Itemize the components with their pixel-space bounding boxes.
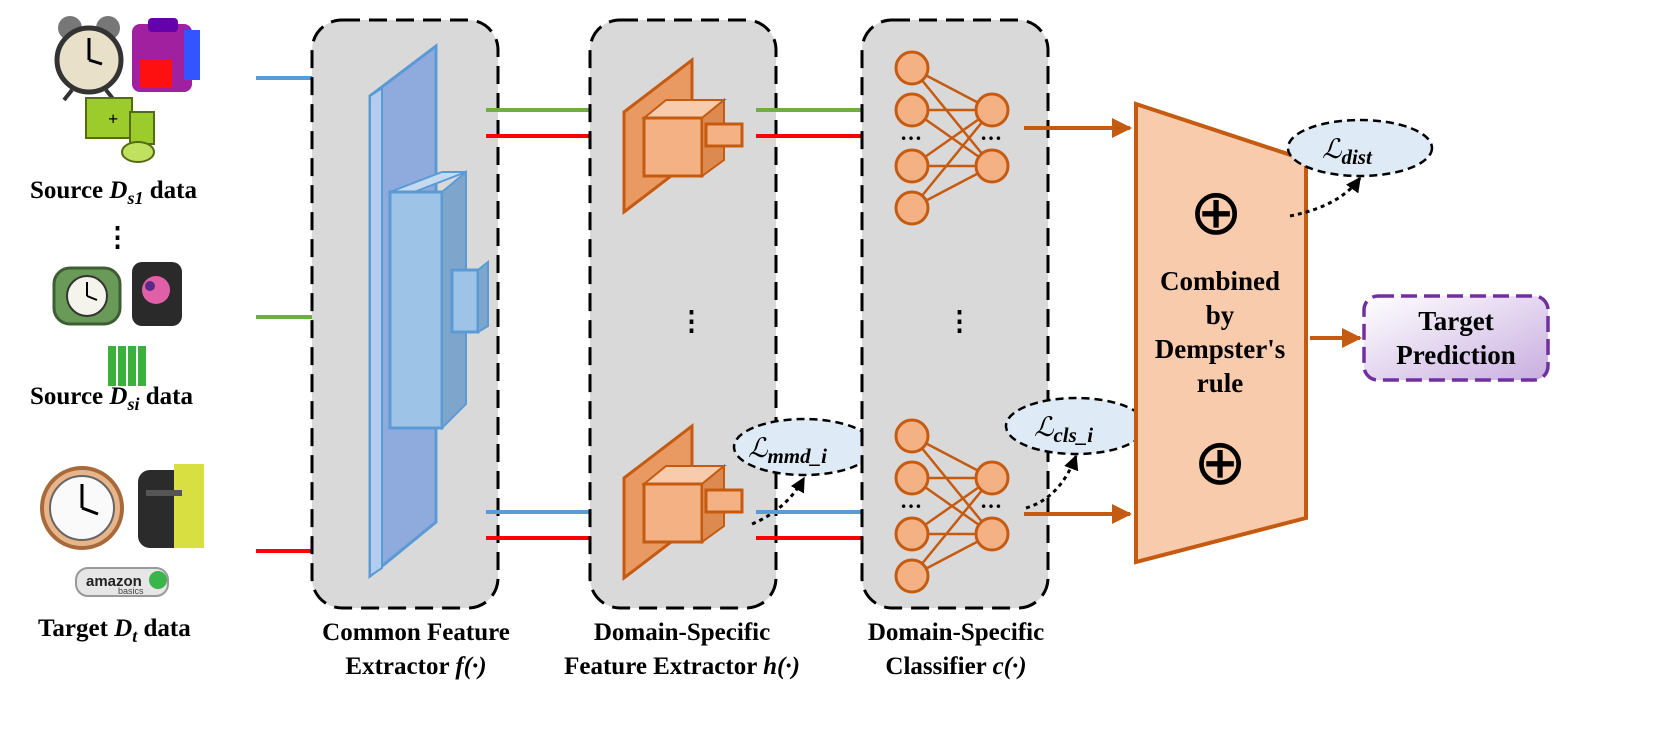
dist-dotted-arrow bbox=[1289, 176, 1362, 218]
nn-edge bbox=[911, 435, 993, 535]
nn-node bbox=[894, 418, 930, 454]
nn-edge bbox=[911, 109, 993, 209]
nn-dots: … bbox=[980, 120, 1002, 145]
amazon-text: amazon bbox=[86, 573, 142, 590]
target-prediction-box bbox=[1362, 294, 1550, 382]
nn-dots: … bbox=[900, 120, 922, 145]
classifier-ellipsis: ⋮ bbox=[946, 306, 973, 336]
classifier-title: Domain-Specific bbox=[868, 619, 1044, 646]
prediction-line2: Prediction bbox=[1396, 340, 1515, 370]
backpack-icon bbox=[138, 464, 204, 548]
alarm-clock-icon bbox=[40, 466, 124, 550]
cls-dotted-arrow bbox=[1025, 454, 1079, 510]
classifier-subtitle: Classifier c(·) bbox=[885, 653, 1026, 680]
dempster-combiner bbox=[1134, 101, 1308, 565]
nn-edge bbox=[911, 67, 993, 167]
dsfe-subtitle: Feature Extractor h(·) bbox=[564, 653, 800, 680]
oplus-top-icon: ⊕ bbox=[1189, 176, 1243, 250]
nn-node bbox=[974, 92, 1010, 128]
oplus-bottom-icon: ⊕ bbox=[1193, 426, 1247, 500]
backpack-icon bbox=[132, 18, 200, 92]
prediction-line1: Target bbox=[1418, 306, 1494, 336]
nn-node bbox=[894, 148, 930, 184]
dist-loss-label: ℒdist bbox=[1322, 134, 1373, 169]
nn-node bbox=[974, 516, 1010, 552]
combiner-line3: Dempster's bbox=[1155, 334, 1285, 364]
sourcei-label: Source Dsi data bbox=[30, 383, 193, 414]
battery-icon: + bbox=[85, 97, 155, 163]
amazon-basics-text: basics bbox=[118, 586, 144, 596]
nn-node bbox=[894, 190, 930, 226]
dsfe-bottom-block bbox=[622, 422, 744, 582]
nn-node bbox=[894, 558, 930, 594]
amazon-battery-icon: amazon basics bbox=[75, 567, 169, 597]
common-extractor-subtitle: Extractor f(·) bbox=[345, 653, 486, 680]
combiner-line1: Combined bbox=[1160, 266, 1280, 296]
nn-dots: … bbox=[900, 488, 922, 513]
mmd-dotted-arrow bbox=[751, 476, 806, 526]
dist-loss-bubble bbox=[1286, 118, 1434, 178]
mmd-loss-label: ℒmmd_i bbox=[748, 433, 827, 468]
source1-label: Source Ds1 data bbox=[30, 177, 197, 208]
dsfe-title: Domain-Specific bbox=[594, 619, 770, 646]
nn-node bbox=[894, 50, 930, 86]
combiner-line4: rule bbox=[1197, 368, 1244, 398]
common-extractor-title: Common Feature bbox=[322, 619, 510, 646]
alarm-clock-icon bbox=[54, 16, 124, 102]
sources-ellipsis: ⋮ bbox=[104, 222, 131, 252]
nn-edge bbox=[911, 477, 993, 577]
nn-dots: … bbox=[980, 488, 1002, 513]
battery-icon bbox=[108, 346, 146, 386]
cls-loss-label: ℒcls_i bbox=[1034, 412, 1093, 447]
target-label: Target Dt data bbox=[38, 615, 191, 646]
nn-node bbox=[894, 460, 930, 496]
backpack-icon bbox=[132, 262, 182, 326]
combiner-line2: by bbox=[1206, 300, 1235, 330]
classifier-bottom-network: …… bbox=[894, 418, 1010, 594]
nn-node bbox=[894, 516, 930, 552]
nn-node bbox=[894, 92, 930, 128]
common-extractor-layers bbox=[368, 42, 489, 580]
alarm-clock-icon bbox=[52, 266, 122, 326]
classifier-top-network: …… bbox=[894, 50, 1010, 226]
svg-text:+: + bbox=[108, 109, 118, 129]
nn-node bbox=[974, 148, 1010, 184]
dsfe-top-block bbox=[622, 56, 744, 216]
dsfe-ellipsis: ⋮ bbox=[678, 306, 705, 336]
nn-node bbox=[974, 460, 1010, 496]
